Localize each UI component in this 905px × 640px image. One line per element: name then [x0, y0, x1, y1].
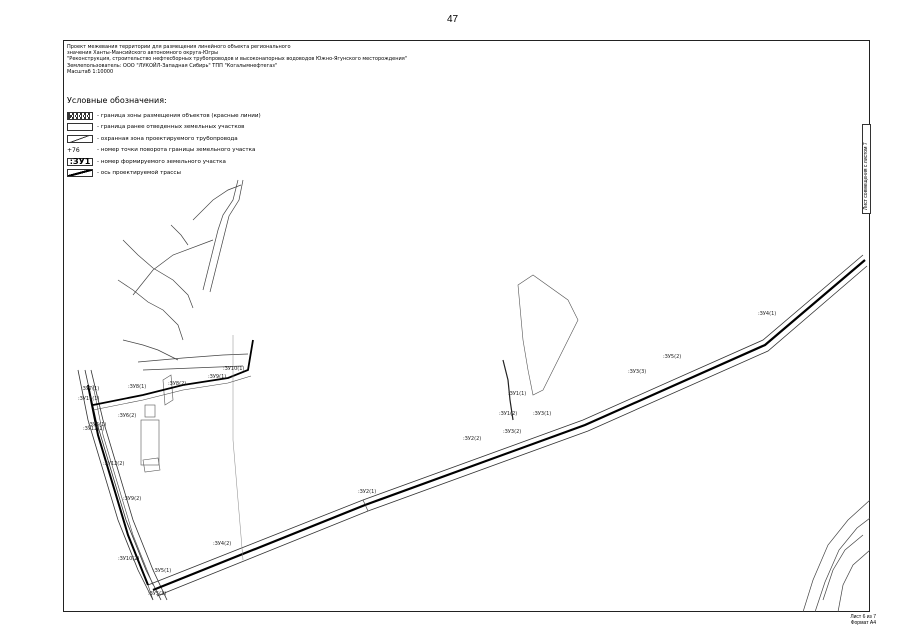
sheet-number: Лист 6 из 7	[850, 614, 876, 620]
map-label: :ЗУ8(1)	[128, 384, 146, 390]
map-label: :ЗУ4(1)	[758, 311, 776, 317]
sheet-info: Лист 6 из 7 Формат А4	[830, 614, 876, 626]
header-line: "Реконструкция, строительство нефтесборн…	[67, 56, 408, 63]
legend: - граница зоны размещения объектов (крас…	[67, 110, 261, 179]
pipeline-corridor	[147, 254, 868, 601]
contour-area	[517, 274, 579, 396]
map-label: :ЗУ12(2)	[103, 461, 124, 467]
route-axis-symbol	[67, 169, 93, 178]
turn-point-symbol: +76	[67, 146, 80, 154]
map-label: :ЗУ1(2)	[499, 411, 517, 417]
legend-item: - ось проектируемой трассы	[67, 168, 261, 180]
map-label: :ЗУ8(2)	[168, 381, 186, 387]
road-centerline	[232, 335, 244, 561]
map-label: :ЗУ4(2)	[213, 541, 231, 547]
map-label: :ЗУ5(3)	[148, 591, 166, 597]
map-label: :ЗУ6(1)	[88, 422, 106, 428]
legend-text: - ось проектируемой трассы	[97, 170, 181, 177]
map-label: :ЗУ10(2)	[118, 556, 139, 562]
left-corridor	[87, 384, 154, 586]
map-label: :ЗУ12(1)	[83, 426, 104, 432]
map-label: :ЗУ3(3)	[628, 369, 646, 375]
upper-corridor	[92, 339, 254, 411]
map-label: :ЗУ5(2)	[663, 354, 681, 360]
branch-pipeline	[502, 359, 514, 421]
map-frame	[63, 40, 870, 612]
existing-sites	[140, 374, 174, 473]
legend-item: - граница зоны размещения объектов (крас…	[67, 110, 261, 122]
legend-text: - охранная зона проектируемого трубопров…	[97, 135, 238, 142]
page-number: 47	[446, 14, 459, 25]
previous-parcel-symbol	[67, 123, 93, 132]
map-label: :ЗУ3(1)	[533, 411, 551, 417]
map-header: Проект межевания территории для размещен…	[67, 44, 487, 75]
map-label: :ЗУ11(1)	[78, 396, 99, 402]
header-line: Масштаб 1:10000	[67, 68, 114, 75]
header-line: значения Ханты-Мансийского автономного о…	[67, 50, 219, 57]
legend-title: Условные обозначения:	[67, 96, 167, 105]
legend-item: - граница ранее отведенных земельных уча…	[67, 122, 261, 134]
map-label: :ЗУ9(2)	[123, 496, 141, 502]
map-label: :ЗУ2(1)	[358, 489, 376, 495]
legend-text: - граница зоны размещения объектов (крас…	[97, 112, 261, 119]
legend-text: - номер формируемого земельного участка	[97, 158, 226, 165]
map-label: :ЗУ7(1)	[81, 386, 99, 392]
legend-item: +76 - номер точки поворота границы земел…	[67, 145, 261, 157]
map-label: :ЗУ5(1)	[153, 568, 171, 574]
legend-item: - охранная зона проектируемого трубопров…	[67, 133, 261, 145]
existing-roads	[117, 179, 249, 371]
map-label: :ЗУ9(1)	[208, 374, 226, 380]
red-line-symbol	[67, 111, 93, 120]
map-label: :ЗУ10(1)	[223, 366, 244, 372]
map-label: :ЗУ3(2)	[503, 429, 521, 435]
legend-text: - номер точки поворота границы земельног…	[97, 147, 256, 154]
map-label: :ЗУ6(2)	[118, 413, 136, 419]
sheet-format: Формат А4	[850, 620, 876, 626]
parcel-number-symbol: :ЗУ1	[67, 157, 93, 166]
header-line: Проект межевания территории для размещен…	[67, 44, 291, 50]
sheet-join-label: Лист совмещения с листом 7	[862, 124, 871, 214]
legend-item: :ЗУ1 - номер формируемого земельного уча…	[67, 156, 261, 168]
map-label: :ЗУ2(2)	[463, 436, 481, 442]
map-label: :ЗУ1(1)	[508, 391, 526, 397]
protection-zone-symbol	[67, 134, 93, 143]
curved-road-bottom-right	[802, 499, 870, 612]
map-drawing: :ЗУ4(1) :ЗУ5(2) :ЗУ3(3) :ЗУ3(1) :ЗУ3(2) …	[77, 179, 870, 612]
header-line: Землепользователь: ООО "ЛУКОЙЛ-Западная …	[67, 62, 278, 69]
legend-text: - граница ранее отведенных земельных уча…	[97, 124, 245, 131]
